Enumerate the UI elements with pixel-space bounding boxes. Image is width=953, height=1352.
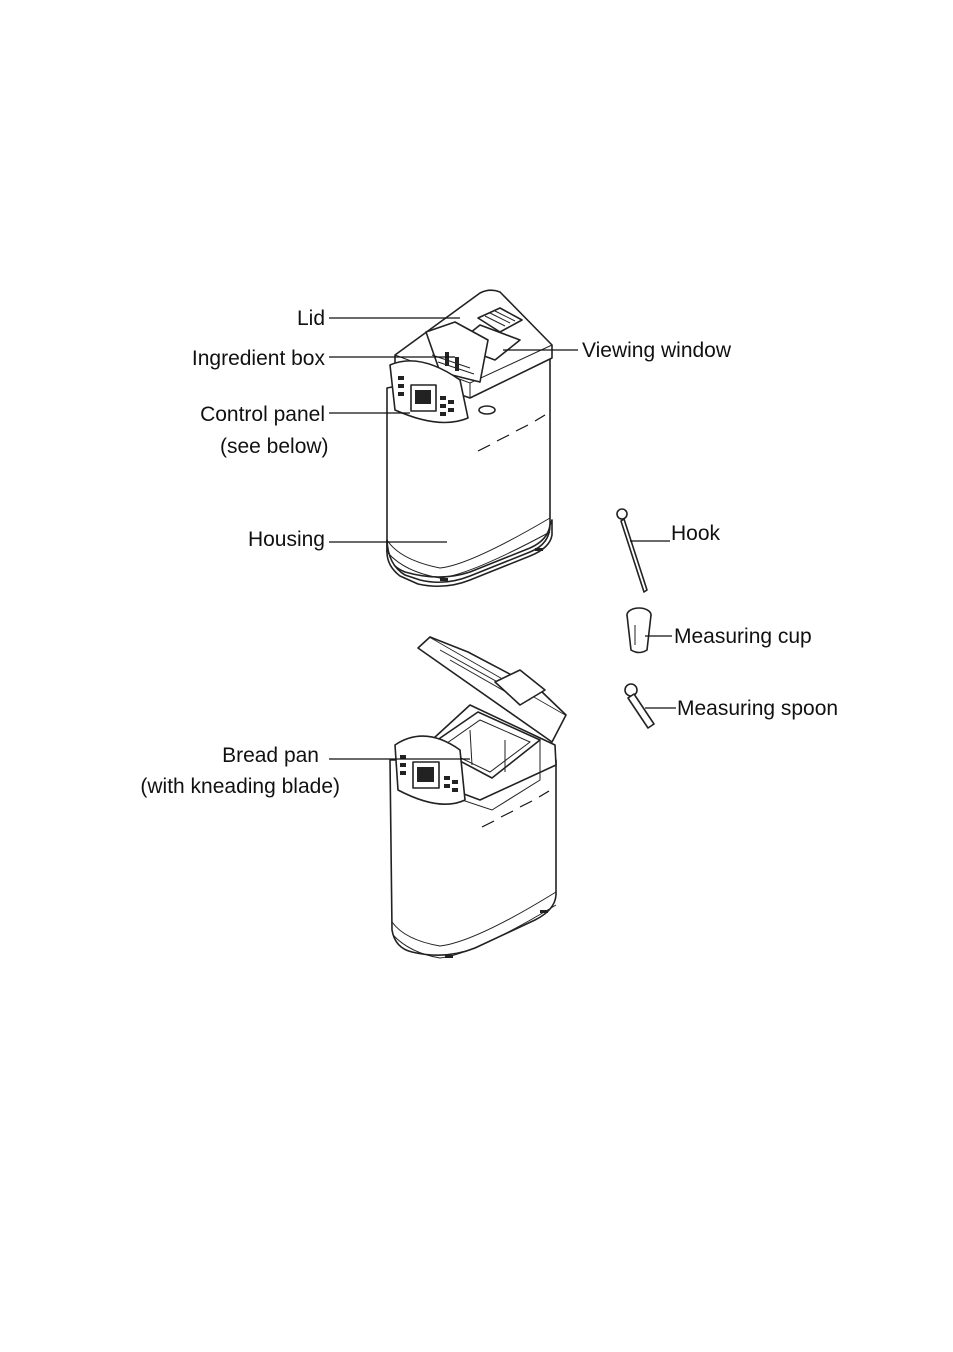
label-hook: Hook xyxy=(671,522,721,545)
label-lid: Lid xyxy=(297,307,325,330)
measuring-cup-shape xyxy=(627,608,651,653)
label-measuring-cup: Measuring cup xyxy=(674,625,812,648)
hook-shape xyxy=(617,509,647,592)
label-ingredient-box: Ingredient box xyxy=(192,347,326,370)
label-housing: Housing xyxy=(248,528,325,551)
label-measuring-spoon: Measuring spoon xyxy=(677,697,838,720)
label-control-panel: Control panel xyxy=(200,403,325,426)
label-control-panel-note: (see below) xyxy=(220,435,329,458)
label-viewing-window: Viewing window xyxy=(582,339,732,362)
open-control-panel xyxy=(395,736,465,804)
label-bread-pan: Bread pan xyxy=(222,744,319,767)
label-bread-pan-note: (with kneading blade) xyxy=(140,775,340,798)
measuring-spoon-shape xyxy=(625,684,654,728)
bread-maker-open xyxy=(390,637,566,958)
